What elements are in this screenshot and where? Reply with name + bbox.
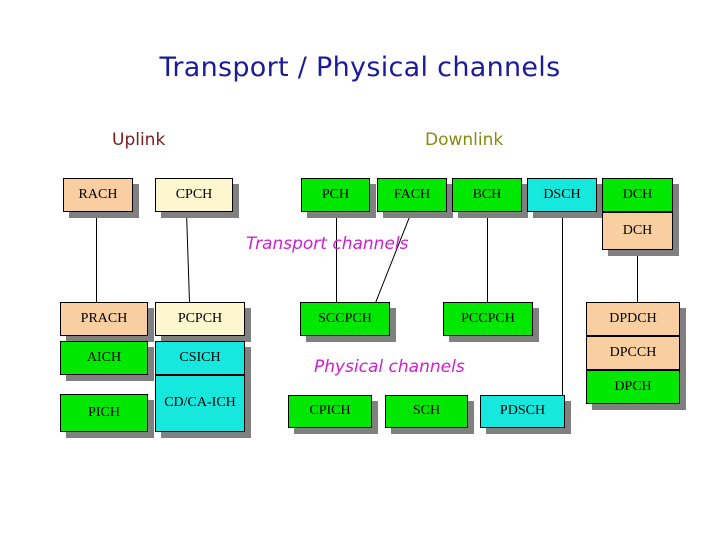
transport-box-bch[interactable]: BCH: [452, 178, 522, 212]
transport-box-dsch[interactable]: DSCH: [527, 178, 597, 212]
uplink-header: Uplink: [112, 130, 166, 150]
transport-box-fach[interactable]: FACH: [377, 178, 447, 212]
transport-box-dch-uplink[interactable]: DCH: [602, 212, 673, 250]
transport-channels-label: Transport channels: [246, 234, 409, 254]
physical-box-pccpch[interactable]: PCCPCH: [443, 302, 533, 336]
physical-box-pcpch[interactable]: PCPCH: [155, 302, 245, 336]
physical-box-cd-ca-ich[interactable]: CD/CA-ICH: [155, 375, 245, 432]
physical-box-dpcch[interactable]: DPCCH: [586, 336, 680, 370]
physical-box-pich[interactable]: PICH: [60, 394, 148, 432]
physical-box-cpich[interactable]: CPICH: [288, 395, 372, 428]
physical-box-dpdch[interactable]: DPDCH: [586, 302, 680, 336]
transport-box-dch-downlink[interactable]: DCH: [602, 178, 673, 212]
physical-box-sccpch[interactable]: SCCPCH: [300, 302, 390, 336]
downlink-header: Downlink: [425, 130, 504, 150]
transport-box-cpch[interactable]: CPCH: [155, 178, 233, 212]
page-title: Transport / Physical channels: [159, 52, 561, 83]
connector-rach-prach: [96, 212, 97, 304]
physical-box-sch[interactable]: SCH: [385, 395, 468, 428]
connector-pch-sccpch: [336, 212, 337, 304]
physical-box-aich[interactable]: AICH: [60, 341, 148, 375]
transport-box-rach[interactable]: RACH: [63, 178, 133, 212]
physical-box-prach[interactable]: PRACH: [60, 302, 148, 336]
connector-dsch-pdsch: [562, 212, 563, 397]
connector-dch-dpdch: [637, 250, 638, 304]
transport-box-pch[interactable]: PCH: [301, 178, 370, 212]
physical-box-csich[interactable]: CSICH: [155, 341, 245, 375]
connector-fach-sccpch: [374, 211, 412, 305]
physical-channels-label: Physical channels: [314, 357, 465, 377]
connector-cpch-pcpch: [186, 212, 191, 305]
physical-box-pdsch[interactable]: PDSCH: [480, 395, 565, 428]
connector-bch-pccpch: [487, 212, 488, 304]
physical-box-dpch[interactable]: DPCH: [586, 370, 680, 404]
